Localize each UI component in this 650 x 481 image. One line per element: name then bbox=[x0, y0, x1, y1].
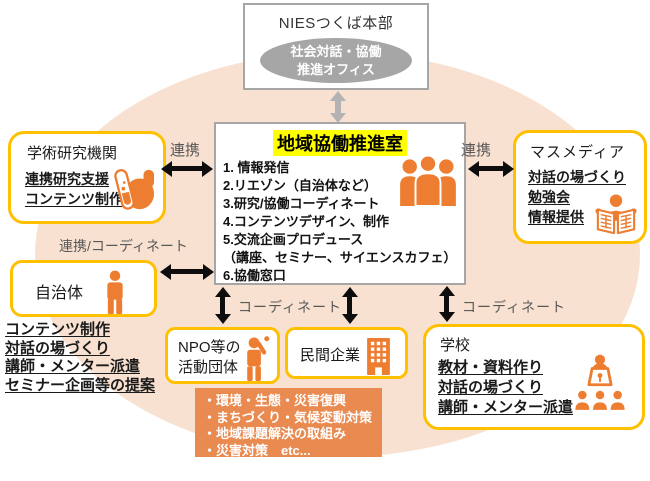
media-box: マスメディア 対話の場づくり 勉強会 情報提供 bbox=[513, 130, 647, 244]
list-item: 講師・メンター派遣 bbox=[5, 358, 141, 375]
academia-center-arrow bbox=[161, 160, 213, 177]
media-items: 対話の場づくり 勉強会 情報提供 bbox=[528, 167, 644, 227]
list-item: 対話の場づくり bbox=[5, 339, 111, 357]
academia-connector-label: 連携 bbox=[170, 142, 201, 159]
center-office-title: 地域協働推進室 bbox=[273, 130, 407, 156]
list-item: 勉強会 bbox=[528, 189, 570, 205]
office-name-line2: 推進オフィス bbox=[297, 61, 375, 77]
building-icon bbox=[362, 337, 395, 375]
list-item: ・まちづくり・気候変動対策 bbox=[203, 409, 373, 425]
list-item: ・環境・生態・災害復興 bbox=[203, 393, 347, 408]
center-company-arrow bbox=[341, 287, 358, 324]
npo-title: NPO等の 活動団体 bbox=[178, 338, 241, 378]
office-name-line1: 社会対話・協働 bbox=[290, 43, 382, 59]
center-media-arrow bbox=[468, 160, 514, 177]
academia-items: 連携研究支援 コンテンツ制作 bbox=[25, 169, 163, 209]
topics-box: ・環境・生態・災害復興 ・まちづくり・気候変動対策 ・地域課題解決の取組み ・災… bbox=[195, 388, 382, 458]
office-ellipse: 社会対話・協働 推進オフィス bbox=[260, 38, 412, 83]
list-item: コンテンツ制作 bbox=[5, 321, 111, 338]
list-item: 連携研究支援 bbox=[25, 171, 109, 187]
academia-box: 学術研究機関 連携研究支援 コンテンツ制作 bbox=[8, 131, 166, 224]
newspaper-reader-icon bbox=[593, 194, 639, 236]
school-connector-label: コーディネート bbox=[462, 299, 567, 315]
list-item: 4.コンテンツデザイン、制作 bbox=[223, 214, 390, 229]
company-box: 民間企業 bbox=[285, 327, 408, 379]
center-npo-arrow bbox=[214, 287, 231, 324]
center-office-box: 地域協働推進室 1. 情報発信 2.リエゾン（自治体など） 3.研究/協働コーデ… bbox=[214, 122, 466, 285]
list-item: 6.協働窓口 bbox=[223, 268, 286, 283]
list-item: （講座、セミナー、サイエンスカフェ） bbox=[223, 250, 457, 265]
list-item: 2.リエゾン（自治体など） bbox=[223, 178, 377, 193]
list-item: 対話の場づくり bbox=[528, 169, 626, 185]
list-item: ・地域課題解決の取組み bbox=[203, 426, 347, 441]
school-items: 教材・資料作り 対話の場づくり 講師・メンター派遣 bbox=[438, 358, 642, 418]
media-connector-label: 連携 bbox=[461, 142, 492, 159]
government-title: 自治体 bbox=[35, 285, 84, 302]
government-items: コンテンツ制作 対話の場づくり 講師・メンター派遣 セミナー企画等の提案 bbox=[5, 321, 155, 395]
list-item: ・災害対策 etc... bbox=[203, 442, 311, 458]
npo-title-line1: NPO等の bbox=[178, 339, 241, 356]
list-item: 5.交流企画プロデュース bbox=[223, 232, 364, 247]
academia-title: 学術研究機関 bbox=[27, 145, 118, 162]
school-box: 学校 教材・資料作り 対話の場づくり 講師・メンター派遣 bbox=[423, 324, 645, 430]
list-item: 教材・資料作り bbox=[438, 359, 544, 376]
government-connector-label: 連携/コーディネート bbox=[59, 238, 188, 254]
test-tube-icon bbox=[111, 166, 155, 214]
government-box: 自治体 bbox=[10, 260, 157, 317]
media-title: マスメディア bbox=[530, 144, 625, 161]
npo-box: NPO等の 活動団体 bbox=[165, 327, 280, 384]
nies-headquarters-box: NIESつくば本部 社会対話・協働 推進オフィス bbox=[243, 3, 429, 90]
list-item: コンテンツ制作 bbox=[25, 191, 123, 207]
person-icon bbox=[104, 270, 126, 314]
people-group-icon bbox=[397, 156, 459, 206]
nies-center-arrow bbox=[330, 91, 346, 123]
list-item: 1. 情報発信 bbox=[223, 160, 290, 175]
school-title: 学校 bbox=[440, 337, 471, 354]
list-item: セミナー企画等の提案 bbox=[5, 376, 156, 394]
npo-title-line2: 活動団体 bbox=[178, 359, 239, 376]
list-item: 3.研究/協働コーディネート bbox=[223, 196, 380, 211]
company-title: 民間企業 bbox=[300, 347, 361, 364]
nies-title: NIESつくば本部 bbox=[278, 15, 394, 32]
list-item: 講師・メンター派遣 bbox=[438, 399, 574, 416]
teacher-classroom-icon bbox=[574, 353, 626, 411]
center-office-list: 1. 情報発信 2.リエゾン（自治体など） 3.研究/協働コーディネート 4.コ… bbox=[216, 159, 464, 285]
center-school-arrow bbox=[438, 286, 455, 322]
list-item: 対話の場づくり bbox=[438, 379, 544, 396]
list-item: 情報提供 bbox=[528, 209, 584, 225]
bottom-connector-label: コーディネート bbox=[238, 299, 343, 315]
person-raised-hand-icon bbox=[243, 336, 270, 381]
government-center-arrow bbox=[160, 263, 214, 280]
